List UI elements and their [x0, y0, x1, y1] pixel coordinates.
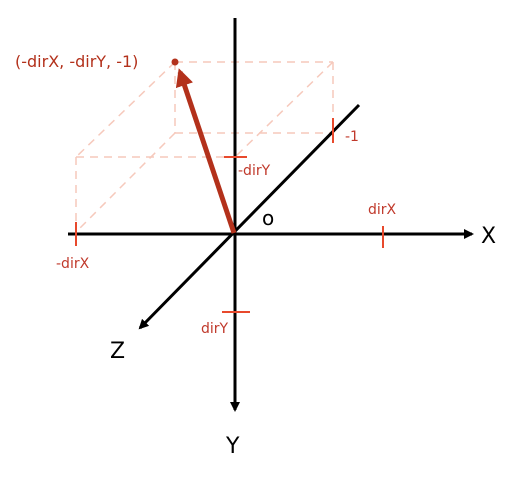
- y-axis-label: Y: [225, 434, 240, 459]
- diry-pos-label: dirY: [201, 321, 229, 337]
- dirx-neg-label: -dirX: [56, 256, 90, 272]
- direction-vector: [175, 68, 237, 234]
- point-marker: [171, 58, 179, 66]
- origin-label: o: [262, 206, 274, 230]
- x-axis-label: X: [481, 224, 496, 249]
- diry-neg-label: -dirY: [238, 163, 271, 179]
- point-label: (-dirX, -dirY, -1): [15, 52, 138, 71]
- dirx-pos-label: dirX: [368, 202, 397, 218]
- z-neg-one-label: -1: [345, 129, 359, 145]
- z-axis-label: Z: [110, 339, 125, 364]
- tick-marks: [75, 118, 384, 313]
- z-axis: [138, 103, 361, 330]
